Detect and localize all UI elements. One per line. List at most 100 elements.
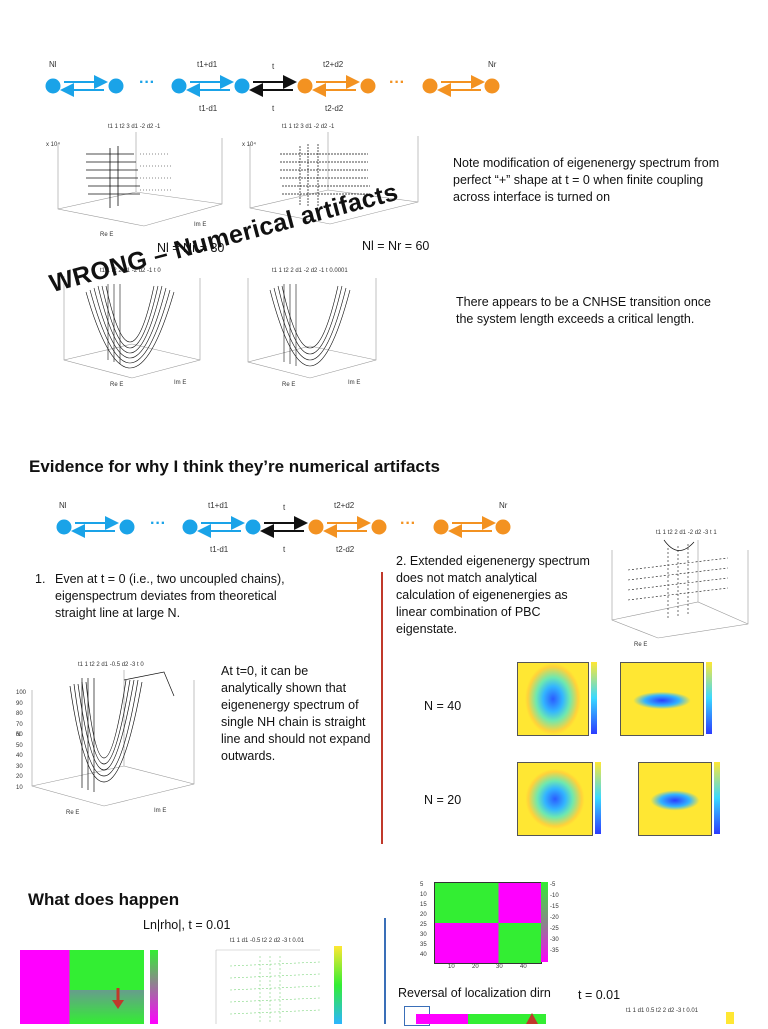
at-t0-text: At t=0, it can be analytically shown tha… bbox=[221, 664, 371, 763]
colorbar bbox=[595, 762, 601, 834]
chain2-diagram bbox=[56, 516, 511, 538]
heading-evidence: Evidence for why I think they’re numeric… bbox=[29, 457, 440, 476]
axis-im-label: Im E bbox=[348, 380, 361, 386]
tick-label: 70 bbox=[16, 721, 23, 728]
tick-label: 30 bbox=[16, 763, 23, 770]
heatmap-n20-b bbox=[632, 760, 726, 842]
label-nl-nr-30: Nl = Nr = 30 bbox=[157, 241, 225, 255]
tick-label: 20 bbox=[472, 964, 479, 970]
plot-top-2-svg bbox=[249, 132, 419, 225]
chain2-t1d1-plus: t1+d1 bbox=[208, 501, 229, 510]
heatmap-image bbox=[638, 762, 712, 836]
plot-title: t1 1 d1 -0.5 t2 2 d2 -3 t 0.01 bbox=[230, 938, 305, 944]
chain1-nl-label: Nl bbox=[49, 60, 57, 69]
chain1-dots-orange: ··· bbox=[389, 74, 405, 91]
tick-label: 100 bbox=[16, 690, 27, 696]
chain2-nr-label: Nr bbox=[499, 501, 508, 510]
tick-label: -35 bbox=[550, 948, 559, 954]
plot-happen-right-title: t1 1 d1 0.5 t2 2 d2 -3 t 0.01 bbox=[626, 1008, 699, 1014]
plot-top-1: t1 1 t2 3 d1 -2 d2 -1 x 10⁴ Re E Im E bbox=[44, 124, 234, 240]
chain1-sites-orange bbox=[297, 78, 500, 94]
chain1-t-bottom: t bbox=[272, 104, 275, 113]
chain2-dots-blue: ··· bbox=[150, 515, 166, 532]
chain1-nr-label: Nr bbox=[488, 60, 497, 69]
tick-label: 10 bbox=[16, 784, 23, 791]
note-cnhse-transition: There appears to be a CNHSE transition o… bbox=[456, 295, 711, 326]
chain1-diagram bbox=[45, 75, 500, 97]
chain2-t-top: t bbox=[283, 503, 286, 512]
tick-label: 5 bbox=[420, 882, 424, 888]
plot-title: t1 1 t2 2 d1 -0.5 d2 -3 t 0 bbox=[78, 662, 144, 668]
axis-im-label: Im E bbox=[154, 808, 167, 814]
tick-label: -30 bbox=[550, 937, 559, 943]
tick-label: 40 bbox=[520, 964, 527, 970]
colorbar bbox=[150, 950, 158, 1024]
tick-label: 25 bbox=[420, 922, 427, 928]
axis-re-label: Re E bbox=[282, 382, 296, 388]
plot-top-2: t1 1 t2 3 d1 -2 d2 -1 x 10⁴ bbox=[240, 124, 430, 240]
tick-label: -20 bbox=[550, 915, 559, 921]
heatmap-happen-left bbox=[10, 946, 160, 1024]
colorbar bbox=[334, 946, 342, 1024]
axis-re-label: Re E bbox=[100, 232, 114, 238]
arrow-down-icon bbox=[112, 988, 124, 1009]
axis-re-label: Re E bbox=[634, 642, 648, 648]
tick-label: 20 bbox=[16, 774, 23, 780]
label-nl-nr-60: Nl = Nr = 60 bbox=[362, 239, 430, 253]
heatmap-image bbox=[517, 762, 593, 836]
colorbar bbox=[541, 882, 548, 962]
chain2-t2d2-minus: t2-d2 bbox=[336, 545, 355, 554]
heading-what-does-happen: What does happen bbox=[28, 890, 180, 909]
label-n40: N = 40 bbox=[424, 699, 462, 713]
plot-exp-label: x 10⁴ bbox=[242, 142, 256, 148]
note-modification: Note modification of eigenenergy spectru… bbox=[453, 156, 720, 204]
tick-label: 90 bbox=[16, 700, 23, 707]
plot-happen-mid-svg bbox=[215, 949, 321, 1024]
heatmap-n40-b bbox=[614, 660, 720, 742]
tick-label: 10 bbox=[420, 892, 427, 898]
plot-title: t1 1 t2 3 d1 -2 d2 -1 bbox=[108, 124, 161, 130]
tick-label: 30 bbox=[420, 932, 427, 938]
axis-re-label: Re E bbox=[110, 382, 124, 388]
plot-title: t1 1 t2 2 d1 -2 d2 -1 t 0.0001 bbox=[272, 268, 348, 274]
tick-label: 40 bbox=[420, 952, 427, 958]
chain2-t2d2-plus: t2+d2 bbox=[334, 501, 355, 510]
tick-label: 80 bbox=[16, 711, 23, 717]
tick-label: -5 bbox=[550, 882, 556, 888]
tick-label: 15 bbox=[420, 902, 427, 908]
colorbar bbox=[714, 762, 720, 834]
chain1-t-top: t bbox=[272, 62, 275, 71]
plot-wrong-2: t1 1 t2 2 d1 -2 d2 -1 t 0.0001 Re E Im E bbox=[236, 268, 386, 392]
heatmap-happen-bottom bbox=[416, 1014, 546, 1024]
plot-wrong-1: t1 1 t2 2 d1 -2 d2 -1 t 0 Re E Im E bbox=[50, 268, 210, 392]
divider-red bbox=[381, 572, 383, 844]
tick-label: 50 bbox=[16, 742, 23, 749]
divider-blue bbox=[384, 918, 386, 1024]
plot-top-1-svg bbox=[57, 132, 223, 227]
colorbar bbox=[706, 662, 712, 734]
heatmap-n40-a bbox=[505, 660, 601, 742]
chain2-t1d1-minus: t1-d1 bbox=[210, 545, 229, 554]
tick-label: -25 bbox=[550, 926, 559, 932]
heatmap-image bbox=[517, 662, 589, 736]
axis-im-label: Im E bbox=[174, 380, 187, 386]
tick-label: -15 bbox=[550, 904, 559, 910]
plot-title: t1 1 t2 2 d1 -2 d2 -3 t 1 bbox=[656, 530, 717, 536]
tick-label: 20 bbox=[420, 912, 427, 918]
label-n20: N = 20 bbox=[424, 793, 462, 807]
label-t001: t = 0.01 bbox=[578, 988, 621, 1002]
chain1-dots-blue: ··· bbox=[139, 74, 155, 91]
plot-wrong-1-svg bbox=[63, 276, 201, 379]
plot-evidence-left: t1 1 t2 2 d1 -0.5 d2 -3 t 0 N Re E Im E … bbox=[14, 660, 204, 820]
tick-label: 40 bbox=[16, 753, 23, 759]
plot-happen-mid: t1 1 d1 -0.5 t2 2 d2 -3 t 0.01 bbox=[200, 936, 350, 1024]
plot-exp-label: x 10⁴ bbox=[46, 142, 60, 148]
tick-label: 30 bbox=[496, 964, 503, 970]
chain1-t2d2-minus: t2-d2 bbox=[325, 104, 344, 113]
tick-label: 60 bbox=[16, 732, 23, 738]
plot-title: t1 1 t2 3 d1 -2 d2 -1 bbox=[282, 124, 335, 130]
plot-title: t1 1 t2 2 d1 -2 d2 -1 t 0 bbox=[100, 268, 161, 274]
label-ln-rho: Ln|rho|, t = 0.01 bbox=[143, 918, 231, 932]
colorbar bbox=[591, 662, 597, 734]
